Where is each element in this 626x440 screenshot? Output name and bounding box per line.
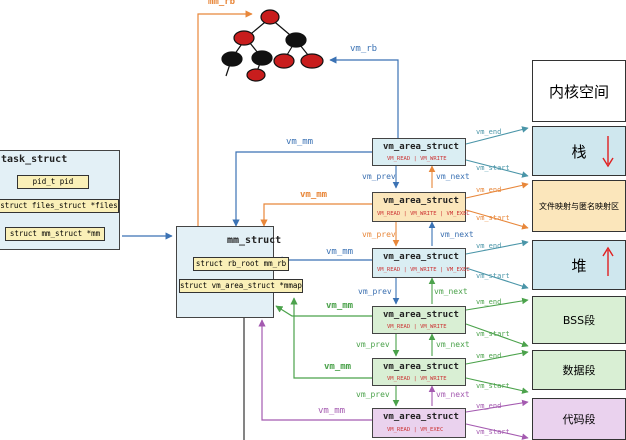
region-mmap: 文件映射与匿名映射区 <box>532 180 626 232</box>
region-label: 内核空间 <box>548 82 609 101</box>
vma-flags-1: VM_READ | VM_WRITE <box>387 156 447 162</box>
rb-node <box>221 51 243 67</box>
mm-field: struct mm_struct *mm <box>5 227 105 241</box>
vma-title-6: vm_area_struct <box>383 412 459 422</box>
vma-title-4: vm_area_struct <box>383 310 459 320</box>
vm-end-label-3: vm_end <box>476 242 502 250</box>
vm-mm-label-5: vm_mm <box>324 362 352 372</box>
vm-rb-label: vm_rb <box>350 44 378 54</box>
vm-prev-label-2: vm_prev <box>362 230 396 239</box>
vm-next-label-2: vm_next <box>440 230 474 239</box>
vm-next-label-3: vm_next <box>434 287 468 296</box>
mm-rb-field: struct rb_root mm_rb <box>193 257 289 271</box>
vma-flags-3: VM_READ | VM_WRITE | VM_EXEC <box>377 267 470 273</box>
vm-end-label-4: vm_end <box>476 298 502 306</box>
vm-mm-label-6: vm_mm <box>318 406 346 416</box>
vm-prev-label-1: vm_prev <box>362 172 396 181</box>
vm-start-label-3: vm_start <box>476 272 510 280</box>
vma-title-5: vm_area_struct <box>383 362 459 372</box>
vm-next-label-5: vm_next <box>436 390 470 399</box>
vma-title-3: vm_area_struct <box>383 252 459 262</box>
vma-box-3: vm_area_struct VM_READ | VM_WRITE | VM_E… <box>372 248 470 278</box>
mm-rb-label: mm_rb <box>208 0 236 7</box>
region-stack: 栈 <box>532 126 626 176</box>
vm-next-label-4: vm_next <box>436 340 470 349</box>
vm-next-label-1: vm_next <box>436 172 470 181</box>
vma-title-1: vm_area_struct <box>383 142 459 152</box>
region-arrows <box>465 126 529 440</box>
vm-mm-label-3: vm_mm <box>326 247 354 257</box>
region-label: 代码段 <box>562 413 596 426</box>
vm-prev-label-4: vm_prev <box>356 340 390 349</box>
vm-start-label-6: vm_start <box>476 428 510 436</box>
rb-node <box>273 53 295 69</box>
vm-mm-arrow-1 <box>232 151 372 227</box>
vm-mm-arrow-5 <box>290 297 372 379</box>
vm-end-label-2: vm_end <box>476 186 502 194</box>
rb-node <box>285 32 307 48</box>
mm-struct-box: mm_struct struct rb_root mm_rb struct vm… <box>176 226 303 318</box>
vm-mm-arrow-4 <box>275 305 372 317</box>
task-struct-box: task_struct pid_t pid struct files_struc… <box>0 150 120 250</box>
vma-box-2: vm_area_struct VM_READ | VM_WRITE | VM_E… <box>372 192 470 222</box>
files-field: struct files_struct *files <box>0 199 119 213</box>
rb-tree <box>221 9 324 82</box>
region-heap: 堆 <box>532 240 626 290</box>
vm-end-label-5: vm_end <box>476 352 502 360</box>
vm-rb-arrow <box>329 56 399 140</box>
region-bss: BSS段 <box>532 296 626 344</box>
rb-node <box>300 53 324 69</box>
vm-mm-arrow-2 <box>260 203 372 227</box>
vma-flags-5: VM_READ | VM_WRITE <box>387 376 447 382</box>
vma-title-2: vm_area_struct <box>383 196 459 206</box>
vma-flags-2: VM_READ | VM_WRITE | VM_EXEC <box>377 211 470 217</box>
vma-flags-6: VM_READ | VM_EXEC <box>387 427 444 433</box>
vma-box-1: vm_area_struct VM_READ | VM_WRITE <box>372 138 466 166</box>
region-data: 数据段 <box>532 350 626 390</box>
region-label: BSS段 <box>562 314 596 327</box>
vm-prev-label-5: vm_prev <box>356 390 390 399</box>
vm-end-label-1: vm_end <box>476 128 502 136</box>
mm-rb-arrow <box>197 10 253 230</box>
vm-mm-label-4: vm_mm <box>326 301 354 311</box>
task-struct-title: task_struct <box>1 154 68 165</box>
vma-box-4: vm_area_struct VM_READ | VM_WRITE <box>372 306 466 334</box>
region-kernel: 内核空间 <box>532 60 626 122</box>
vma-box-6: vm_area_struct VM_READ | VM_EXEC <box>372 408 466 438</box>
rb-node <box>246 68 266 82</box>
vm-mm-label-1: vm_mm <box>286 137 314 147</box>
rb-node <box>260 9 280 25</box>
region-label: 栈 <box>571 142 587 161</box>
vm-mm-label-2: vm_mm <box>300 190 328 200</box>
vm-start-label-4: vm_start <box>476 330 510 338</box>
mm-struct-title: mm_struct <box>227 235 282 246</box>
vm-start-label-5: vm_start <box>476 382 510 390</box>
region-label: 数据段 <box>562 364 596 377</box>
vma-box-5: vm_area_struct VM_READ | VM_WRITE <box>372 358 466 386</box>
rb-node <box>251 50 273 66</box>
region-label: 文件映射与匿名映射区 <box>539 201 619 211</box>
mmap-field: struct vm_area_struct *mmap <box>179 279 303 293</box>
vm-end-label-6: vm_end <box>476 402 502 410</box>
rb-node <box>233 30 255 46</box>
vm-mm-arrow-6 <box>258 319 372 421</box>
region-text: 代码段 <box>532 398 626 440</box>
pid-field: pid_t pid <box>17 175 89 189</box>
vma-chain-arrows <box>392 165 436 407</box>
vm-start-label-1: vm_start <box>476 164 510 172</box>
vm-prev-label-3: vm_prev <box>358 287 392 296</box>
vm-start-label-2: vm_start <box>476 214 510 222</box>
vma-flags-4: VM_READ | VM_WRITE <box>387 324 447 330</box>
region-label: 堆 <box>571 256 587 275</box>
